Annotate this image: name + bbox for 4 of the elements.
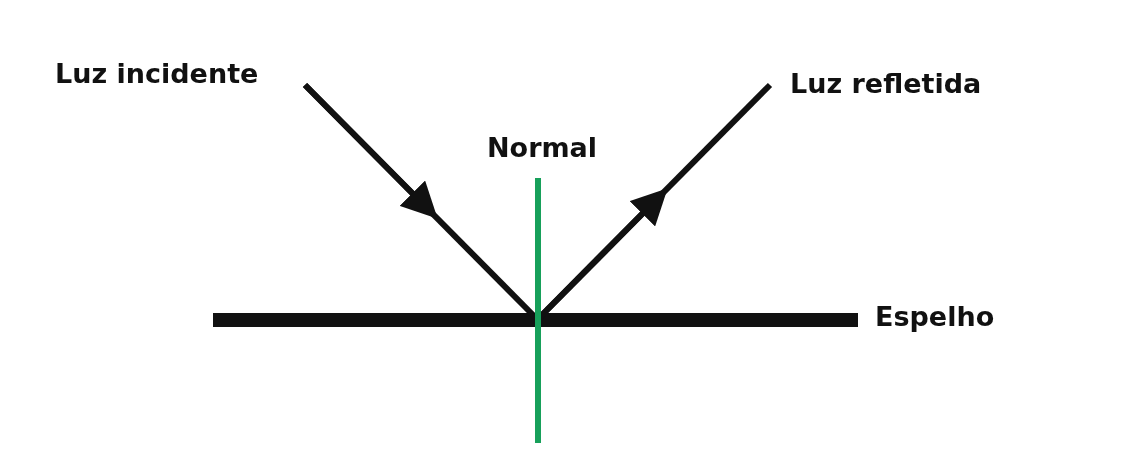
mirror-label: Espelho — [875, 303, 995, 330]
ray-label: Luz incidente — [55, 60, 259, 87]
ray-label: Luz refletida — [790, 70, 982, 97]
normal-label: Normal — [487, 134, 598, 161]
